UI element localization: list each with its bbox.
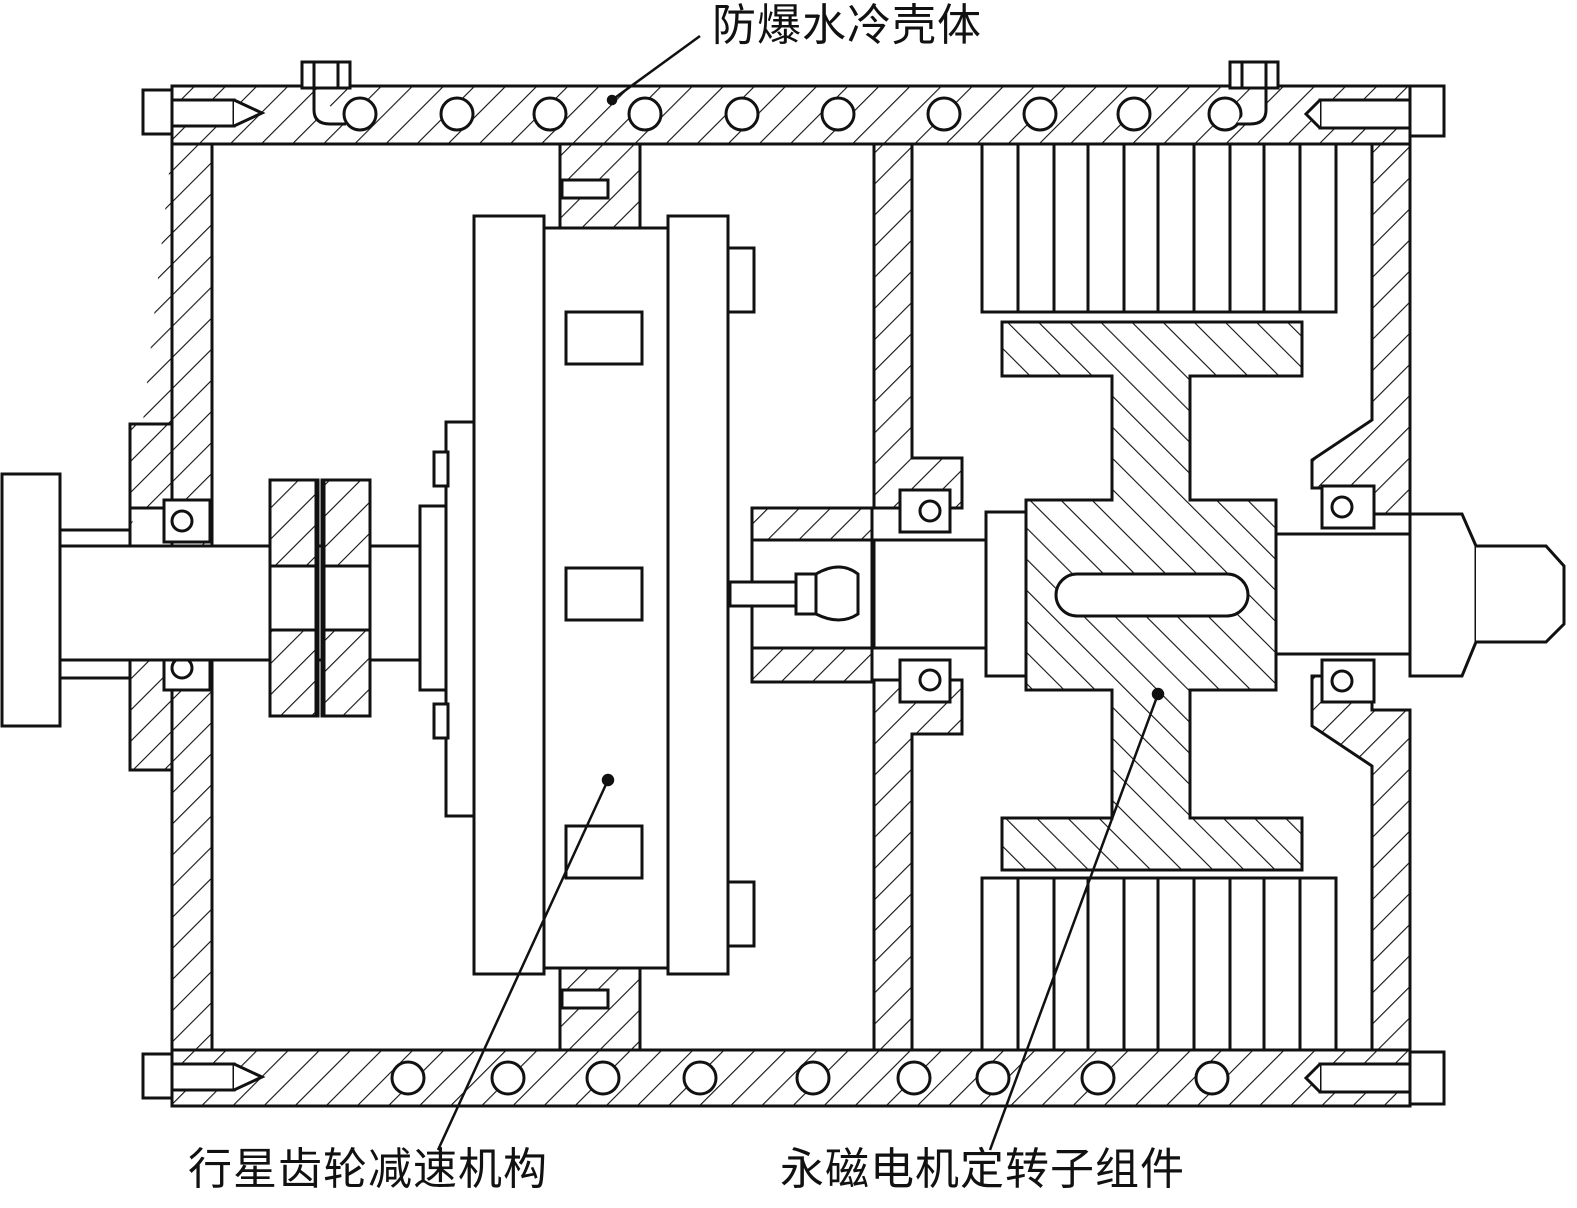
stator-top <box>980 142 1338 314</box>
motor-label: 永磁电机定转子组件 <box>780 1144 1185 1195</box>
housing-top-wall <box>170 60 1412 146</box>
rotor <box>1000 320 1304 872</box>
middle-bulkhead <box>872 142 964 1052</box>
left-end-wall <box>128 142 214 1052</box>
planetary-label: 行星齿轮减速机构 <box>188 1144 548 1195</box>
stator-bottom <box>980 876 1338 1052</box>
right-end-wall <box>1310 142 1412 1052</box>
planetary-gearbox <box>418 142 756 1052</box>
corner-bolts <box>141 84 1446 1106</box>
coupling <box>268 478 372 718</box>
leader-lines <box>436 34 1165 1151</box>
housing-bottom-wall <box>170 1048 1412 1108</box>
housing-label: 防爆水冷壳体 <box>712 0 982 51</box>
left-flange <box>0 472 62 728</box>
motor-coupling <box>728 506 874 684</box>
motor-shaft <box>872 510 1566 678</box>
